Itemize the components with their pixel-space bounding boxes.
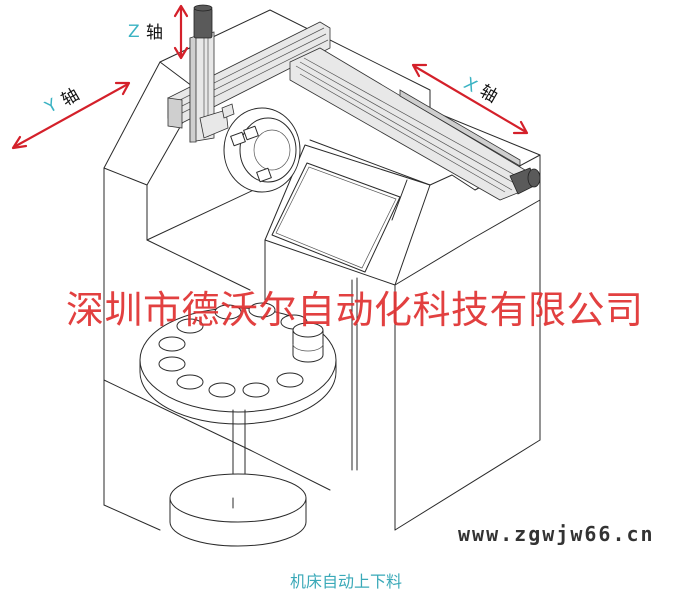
machine-body xyxy=(103,9,541,531)
gantry-robot-diagram: Z 轴 Y 轴 X 轴 xyxy=(11,4,541,547)
gantry-z-column xyxy=(189,31,235,143)
gantry-x-beam xyxy=(289,47,526,201)
website-watermark: www.zgwjw66.cn xyxy=(458,522,655,546)
x-axis-motor xyxy=(509,167,541,195)
y-axis-indicator: Y 轴 xyxy=(11,81,131,150)
figure-caption: 机床自动上下料 xyxy=(290,572,403,591)
y-axis-char: 轴 xyxy=(58,85,83,111)
z-axis-motor xyxy=(193,4,213,39)
z-axis-letter: Z xyxy=(128,22,140,42)
x-axis-letter: X xyxy=(460,74,480,97)
y-axis-letter: Y xyxy=(41,95,61,118)
z-axis-char: 轴 xyxy=(146,23,163,43)
z-axis-indicator: Z 轴 xyxy=(128,4,189,60)
workpiece-cylinder xyxy=(292,322,324,363)
lathe-chuck xyxy=(223,107,301,193)
rotary-table xyxy=(139,302,337,547)
company-watermark: 深圳市德沃尔自动化科技有限公司 xyxy=(66,288,644,332)
x-axis-char: 轴 xyxy=(476,81,501,107)
